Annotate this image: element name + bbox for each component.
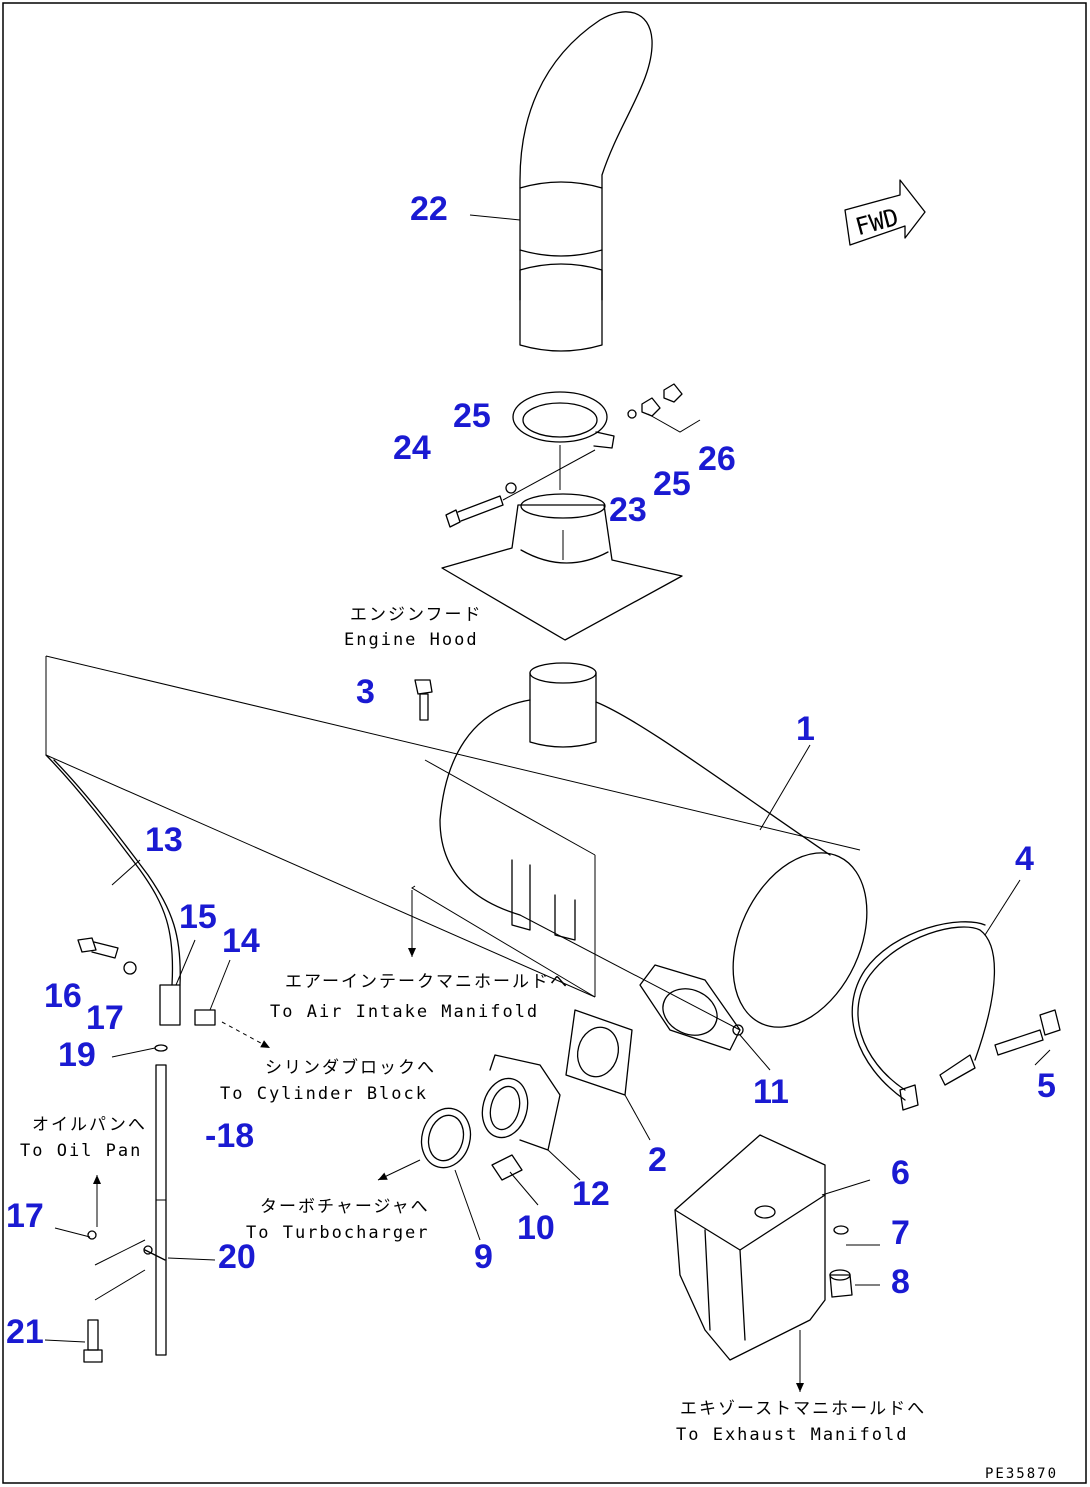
callout-4: 4: [1015, 840, 1034, 878]
callout-numbers: 22 25 24 26 25 23 3 1 13 4 15 14 16 17 1…: [6, 190, 1056, 1351]
callout-17-bottom: 17: [6, 1197, 44, 1235]
callout-8: 8: [891, 1263, 910, 1301]
dipstick-tube: [87, 1044, 168, 1356]
seal-ring: [420, 1107, 481, 1241]
forward-arrow-marker: FWD: [844, 179, 926, 246]
callout-2: 2: [648, 1141, 667, 1179]
callout-11: 11: [753, 1073, 789, 1111]
exhaust-pipe: [519, 11, 653, 352]
callout-20: 20: [218, 1238, 256, 1276]
note-air-intake-jp: エアーインテークマニホールドへ: [285, 972, 569, 992]
callout-15: 15: [179, 898, 217, 936]
clamp-ring: [512, 391, 615, 490]
dipstick-guide: [45, 754, 181, 986]
muffler: [439, 662, 868, 1031]
callout-22: 22: [410, 190, 448, 228]
callout-7: 7: [891, 1214, 910, 1252]
muffler-outlet-flange: [639, 964, 744, 1051]
bolt-3: [414, 679, 433, 721]
note-cylinder-block-jp: シリンダブロックへ: [265, 1057, 436, 1078]
callout-23: 23: [609, 491, 647, 529]
callout-1: 1: [796, 710, 815, 748]
callout-10: 10: [517, 1209, 555, 1247]
note-cylinder-block-en: To Cylinder Block: [220, 1084, 428, 1104]
callout-26: 26: [698, 440, 736, 478]
note-exhaust-en: To Exhaust Manifold: [676, 1425, 908, 1445]
callout-18: -18: [205, 1117, 254, 1155]
callout-25-left: 25: [453, 397, 491, 435]
adapter-flange: [481, 1054, 581, 1181]
engine-hood-flange: [441, 493, 683, 641]
leader-lines: [44, 214, 1051, 1343]
note-air-intake-en: To Air Intake Manifold: [270, 1002, 539, 1022]
bolt-and-washer-left: [445, 449, 596, 528]
callout-13: 13: [145, 821, 183, 859]
callout-21: 21: [6, 1313, 44, 1351]
callout-19: 19: [58, 1036, 96, 1074]
callout-12: 12: [572, 1175, 610, 1213]
note-exhaust-jp: エキゾーストマニホールドへ: [680, 1399, 926, 1419]
callout-14: 14: [222, 922, 260, 960]
joint-and-plug: [159, 984, 216, 1026]
note-oil-pan-en: To Oil Pan: [20, 1141, 142, 1161]
note-turbo-jp: ターボチャージャへ: [260, 1197, 430, 1217]
note-engine-hood-en: Engine Hood: [344, 630, 479, 650]
band-clamp: [851, 921, 1061, 1111]
callout-9: 9: [474, 1238, 493, 1276]
note-engine-hood-jp: エンジンフード: [350, 605, 483, 625]
drawing-code: PE35870: [985, 1466, 1058, 1482]
note-oil-pan-jp: オイルパンへ: [32, 1115, 147, 1135]
callout-24: 24: [393, 429, 431, 467]
notes: エンジンフード Engine Hood エアーインテークマニホールドへ To A…: [20, 605, 926, 1445]
callout-25-right: 25: [653, 465, 691, 503]
callout-16: 16: [44, 977, 82, 1015]
note-turbo-en: To Turbocharger: [246, 1223, 430, 1243]
nut-and-washer-right: [627, 383, 701, 433]
forward-label: FWD: [852, 203, 901, 241]
gasket: [565, 1009, 651, 1141]
bolt-21: [83, 1319, 103, 1363]
callout-3: 3: [356, 673, 375, 711]
callout-5: 5: [1037, 1067, 1056, 1105]
callout-6: 6: [891, 1154, 910, 1192]
direction-arrows: [93, 890, 804, 1392]
callout-17-top: 17: [86, 999, 124, 1037]
bolt-and-washer-16-17: [77, 937, 137, 975]
muffler-bracket: [674, 1134, 880, 1361]
